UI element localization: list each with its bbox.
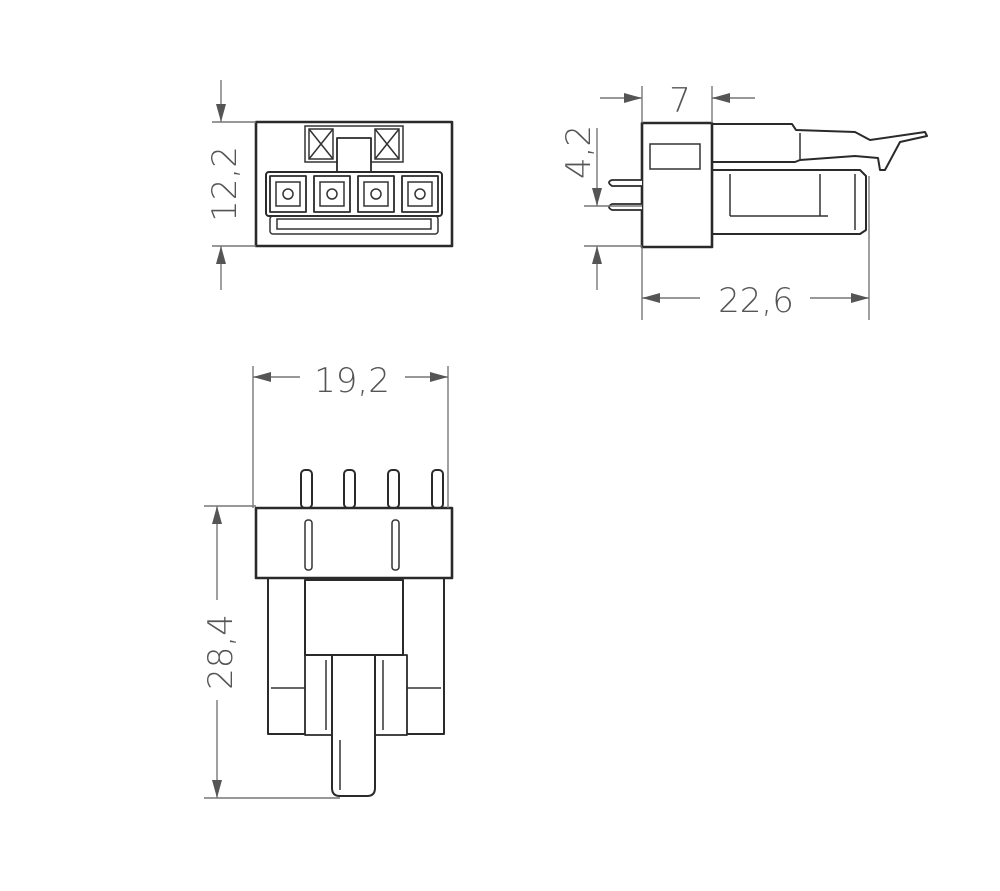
dimension-side-bottom: 22,6 <box>641 176 870 321</box>
dimension-label-12-2: 12,2 <box>205 146 245 222</box>
dimension-label-4-2: 4,2 <box>559 125 599 179</box>
top-view <box>254 469 454 797</box>
front-view <box>254 120 454 248</box>
dimension-side-top: 7 <box>600 81 755 123</box>
dimension-label-28-4: 28,4 <box>201 614 241 690</box>
dimension-label-7: 7 <box>669 81 691 121</box>
contact-1 <box>269 175 307 213</box>
contact-3 <box>357 175 395 213</box>
contact-2 <box>313 175 351 213</box>
dimension-front-height: 12,2 <box>205 80 256 290</box>
contact-4 <box>401 175 439 213</box>
dimension-side-left: 4,2 <box>559 125 642 290</box>
side-view <box>608 121 928 249</box>
dimension-label-22-6: 22,6 <box>718 281 794 321</box>
dimension-label-19-2: 19,2 <box>314 361 390 401</box>
dimension-top-width: 19,2 <box>252 361 449 508</box>
dimension-top-height: 28,4 <box>201 505 340 799</box>
